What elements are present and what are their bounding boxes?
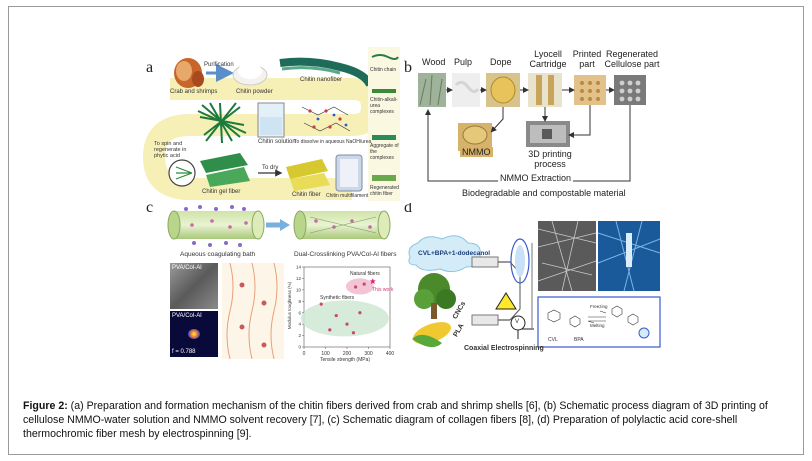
diffraction-image: [170, 311, 218, 357]
dry-label: To dry: [262, 165, 279, 171]
scatter-point: [351, 331, 356, 335]
nmmo-label: NMMO: [460, 147, 493, 157]
pvacol-label-bottom: PVA/Col-Al: [172, 313, 202, 319]
pulp-label: Pulp: [454, 57, 473, 67]
panel-d-illustration: [408, 220, 661, 348]
natural-label: Natural fibers: [350, 271, 380, 277]
fiber-label: Chitin fiber: [292, 192, 321, 198]
dope-label: Dope: [490, 57, 512, 67]
synthetic-label: Synthetic fibers: [320, 295, 355, 301]
crab-label: Crab and shrimps: [170, 89, 218, 95]
scatter-point: [358, 311, 362, 315]
y-tick-label: 6: [298, 310, 301, 315]
panel-b: b Wood Pulp Dope Lyocell Cartridge Print…: [402, 45, 662, 203]
molecular-schematic: [222, 263, 284, 359]
scatter-point: [319, 302, 323, 306]
y-tick-label: 14: [296, 265, 302, 270]
spin-label: To spin and regenerate in phytic acid: [154, 141, 187, 159]
scatter-point: [354, 285, 358, 289]
crosslink-label: Dual-Crosslinking PVA/Col-Al fibers: [294, 251, 397, 258]
caption-bold: Figure 2:: [23, 400, 68, 412]
legend-regenerated: Regenerated chitin fiber: [370, 185, 399, 197]
y-tick-label: 4: [298, 322, 301, 327]
thiswork-label: This work: [372, 287, 394, 293]
x-tick-label: 300: [364, 351, 373, 357]
y-tick-label: 12: [296, 276, 302, 281]
cvl-label: CVL+BPA+1-dodecanol: [418, 250, 491, 257]
scatter-chart: 0 100 200 300 400 0 2 4 6 8 10 12 14: [296, 265, 395, 357]
freezing-label: Freezing: [590, 304, 608, 309]
y-tick-label: 0: [298, 345, 301, 350]
cvl-short-label: CVL: [548, 337, 558, 343]
legend-aggregate: Aggregate of the complexes: [370, 143, 399, 161]
this-work-point: [369, 278, 376, 285]
dissolve-label: To dissolve in aqueous NaOH/urea: [294, 139, 372, 145]
x-tick-label: 200: [343, 351, 352, 357]
melting-label: Melting: [590, 323, 605, 328]
y-tick-label: 8: [298, 299, 301, 304]
bath-label: Aqueous coagulating bath: [180, 251, 256, 258]
x-axis-label: Tensile strength (MPa): [320, 357, 371, 363]
sem-image: [170, 263, 218, 309]
regenerated-label: Regenerated Cellulose part: [604, 49, 660, 69]
panel-c-illustration: [167, 205, 391, 247]
figure-frame: [8, 6, 804, 455]
panel-a-illustration: [142, 47, 400, 201]
diffraction-spot: [188, 329, 200, 339]
coaxial-label: Coaxial Electrospinning: [464, 345, 544, 352]
scatter-point: [345, 322, 349, 326]
panel-a: a: [140, 45, 402, 203]
panel-d: d: [402, 203, 662, 363]
f-value: f = 0.788: [172, 349, 196, 355]
panel-c-label: c: [146, 203, 154, 216]
panel-d-label: d: [404, 203, 412, 216]
nanofiber-label: Chitin nanofiber: [300, 77, 343, 83]
y-tick-label: 2: [298, 333, 301, 338]
panel-c: c Aqueous coagulating bath Dual-Crosslin…: [140, 203, 402, 363]
pvacol-label-top: PVA/Col-Al: [172, 265, 202, 271]
purification-label: Purification: [204, 62, 234, 68]
legend-complex: Chitin-alkali-urea complexes: [370, 97, 398, 115]
wood-label: Wood: [422, 57, 446, 67]
solution-label: Chitin solution: [258, 139, 296, 145]
cartridge-label: Lyocell Cartridge: [529, 49, 567, 69]
voltage-label: V: [515, 319, 520, 325]
panel-a-label: a: [146, 59, 154, 76]
material-label: Biodegradable and compostable material: [462, 188, 626, 198]
bpa-label: BPA: [574, 337, 584, 343]
x-tick-label: 100: [321, 351, 330, 357]
panel-b-illustration: [418, 73, 646, 182]
panel-b-label: b: [404, 59, 412, 76]
y-axis-label: Modulus toughness (%): [287, 281, 293, 330]
scatter-point: [334, 313, 338, 318]
x-tick-label: 0: [303, 351, 306, 357]
scatter-point: [328, 328, 332, 332]
printed-label: Printed part: [572, 49, 602, 69]
x-tick-label: 400: [386, 351, 395, 357]
natural-region: [345, 278, 374, 295]
caption-text: (a) Preparation and formation mechanism …: [23, 400, 768, 440]
figure-caption: Figure 2: (a) Preparation and formation …: [23, 399, 793, 441]
extraction-label: NMMO Extraction: [498, 173, 574, 183]
powder-label: Chitin powder: [236, 89, 273, 95]
multifilament-label: Chitin multifilament: [326, 193, 369, 199]
scatter-point: [362, 282, 366, 286]
synthetic-region: [300, 300, 389, 337]
printing-label: 3D printing process: [528, 149, 572, 169]
legend-chain: Chitin chain: [370, 67, 397, 73]
y-tick-label: 10: [296, 287, 302, 292]
gel-label: Chitin gel fiber: [202, 189, 241, 195]
